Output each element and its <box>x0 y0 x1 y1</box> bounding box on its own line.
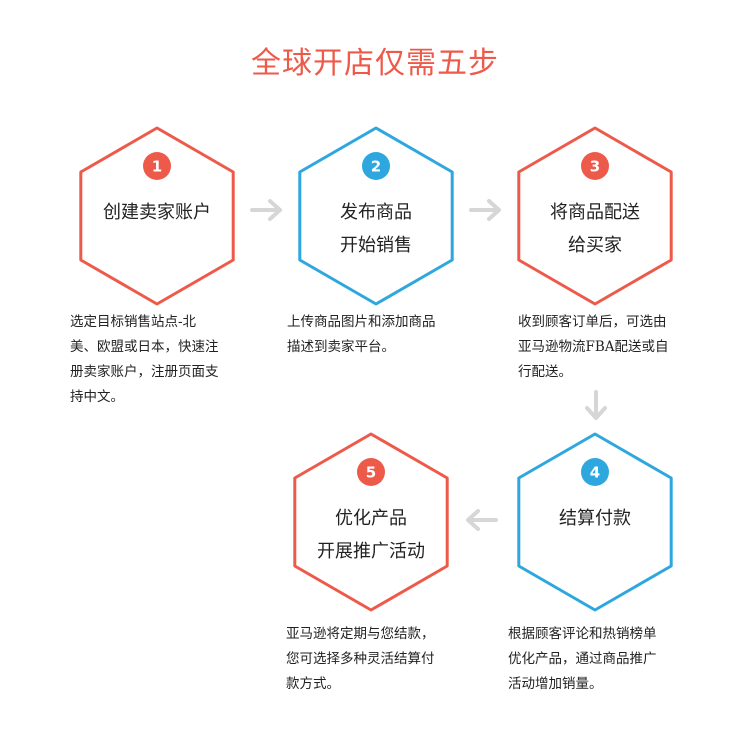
step-5-label-line: 优化产品 <box>335 508 407 529</box>
description-line: 上传商品图片和添加商品 <box>287 314 436 330</box>
arrow-2-to-3 <box>469 199 501 221</box>
step-1-badge-number: 1 <box>152 158 162 176</box>
step-2-label-line: 发布商品 <box>340 202 412 223</box>
description-line: 行配送。 <box>518 364 572 380</box>
description-line: 描述到卖家平台。 <box>287 339 395 355</box>
step-1-badge <box>143 152 171 180</box>
step-3-description: 收到顾客订单后，可选由 亚马逊物流FBA配送或自 行配送。 <box>518 310 718 385</box>
step-2-badge-number: 2 <box>371 158 381 176</box>
step-1-label-line: 创建卖家账户 <box>103 202 211 223</box>
diagram-title: 全球开店仅需五步 <box>251 46 499 81</box>
step-1-description: 选定目标销售站点-北 美、欧盟或日本，快速注 册卖家账户，注册页面支 持中文。 <box>70 310 260 410</box>
step-3-hexagon <box>517 126 673 306</box>
step-1-hexagon <box>79 126 235 306</box>
description-line: 册卖家账户，注册页面支 <box>70 364 219 380</box>
step-1-label: 创建卖家账户 <box>82 196 232 229</box>
step-4-badge-number: 4 <box>590 464 600 482</box>
description-line: 亚马逊将定期与您结款， <box>286 626 435 642</box>
description-line: 亚马逊物流FBA配送或自 <box>518 339 669 355</box>
step-3-badge <box>581 152 609 180</box>
description-line: 持中文。 <box>70 389 124 405</box>
step-2-description: 上传商品图片和添加商品 描述到卖家平台。 <box>287 310 477 360</box>
arrow-4-to-5 <box>466 509 498 531</box>
description-line: 优化产品，通过商品推广 <box>508 651 657 667</box>
step-4-hexagon <box>517 432 673 612</box>
description-line: 根据顾客评论和热销榜单 <box>508 626 657 642</box>
step-3-label-line: 将商品配送 <box>550 202 640 223</box>
step-5-badge <box>357 458 385 486</box>
step-3-label: 将商品配送 给买家 <box>520 196 670 262</box>
description-line: 收到顾客订单后，可选由 <box>518 314 667 330</box>
description-line: 美、欧盟或日本，快速注 <box>70 339 219 355</box>
step-2-label-line: 开始销售 <box>340 235 412 256</box>
step-5-hexagon <box>293 432 449 612</box>
arrow-3-to-4 <box>585 390 607 420</box>
step-2-badge <box>362 152 390 180</box>
description-line: 活动增加销量。 <box>508 676 603 692</box>
step-2-label: 发布商品 开始销售 <box>301 196 451 262</box>
step-2-hexagon <box>298 126 454 306</box>
step-5-description: 亚马逊将定期与您结款， 您可选择多种灵活结算付 款方式。 <box>286 622 486 697</box>
step-3-badge-number: 3 <box>590 158 600 176</box>
step-4-badge <box>581 458 609 486</box>
step-4-label: 结算付款 <box>520 502 670 535</box>
description-line: 款方式。 <box>286 676 340 692</box>
step-4-label-line: 结算付款 <box>559 508 631 529</box>
description-line: 选定目标销售站点-北 <box>70 314 197 330</box>
arrow-1-to-2 <box>250 199 282 221</box>
step-3-label-line: 给买家 <box>568 235 622 256</box>
step-5-label: 优化产品 开展推广活动 <box>296 502 446 568</box>
step-5-label-line: 开展推广活动 <box>317 541 425 562</box>
description-line: 您可选择多种灵活结算付 <box>286 651 435 667</box>
step-5-badge-number: 5 <box>366 464 376 482</box>
step-4-description: 根据顾客评论和热销榜单 优化产品，通过商品推广 活动增加销量。 <box>508 622 708 697</box>
